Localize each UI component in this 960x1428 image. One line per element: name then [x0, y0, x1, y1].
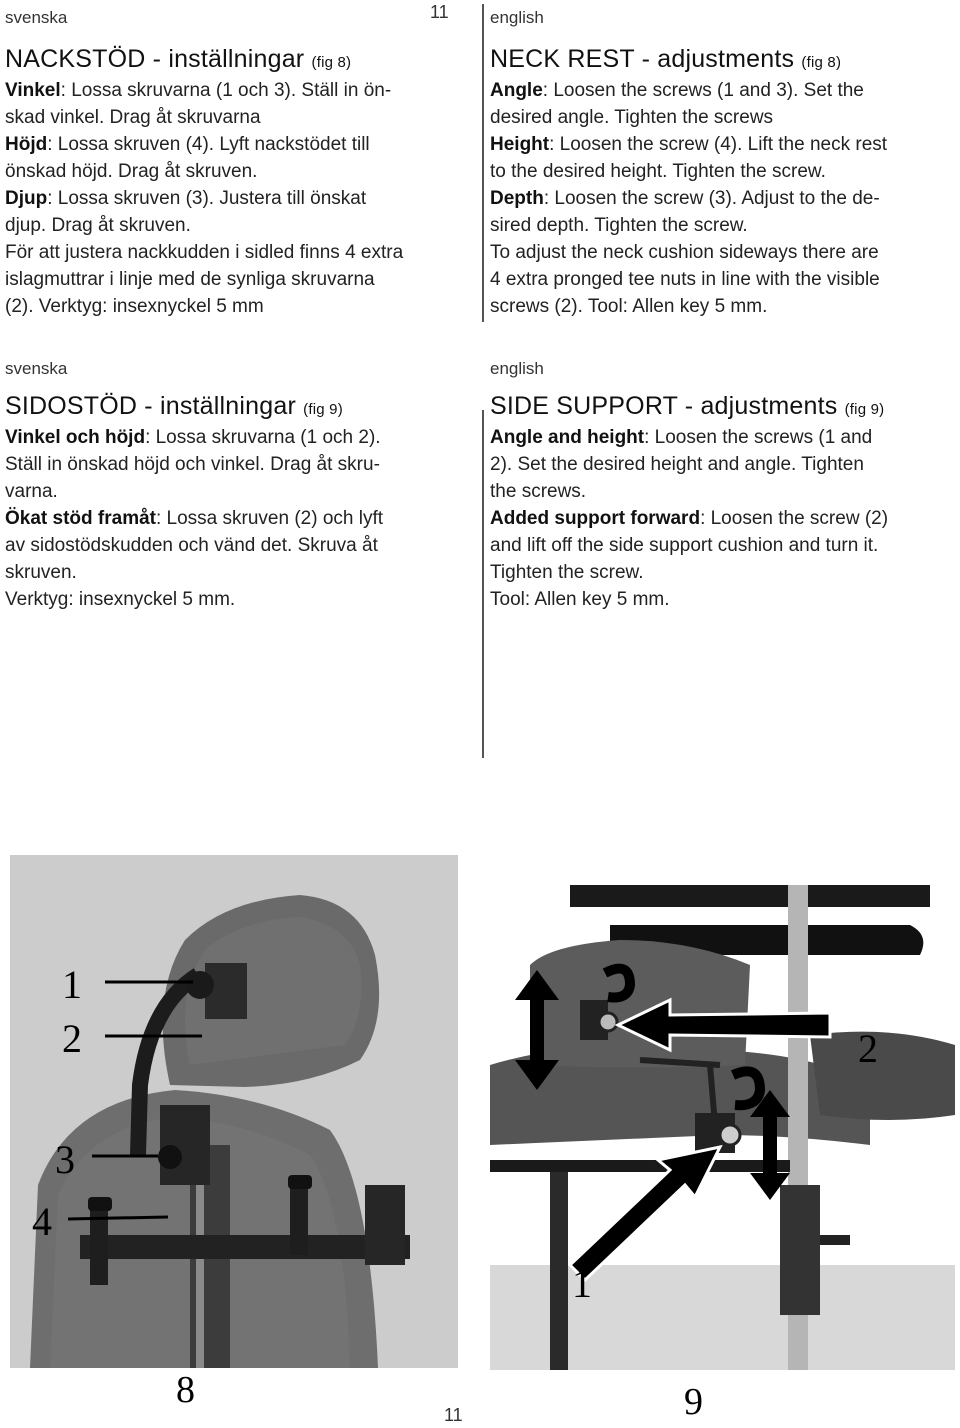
text-line: Tighten the screw. [490, 562, 644, 583]
column-divider-bottom [482, 410, 484, 758]
section-heading-sidostod: SIDOSTÖD - inställningar (fig 9) [5, 392, 343, 421]
text: : Loosen the screws (1 and 3). Set the [542, 80, 864, 101]
text: : Lossa skruven (4). Lyft nackstödet til… [47, 134, 370, 155]
text-line: varna. [5, 481, 58, 502]
callout-2: 2 [858, 1026, 878, 1071]
text-line: to the desired height. Tighten the screw… [490, 161, 826, 182]
heading-text: NECK REST - adjustments [490, 45, 795, 73]
fig-ref: (fig 8) [311, 54, 352, 71]
text-line: För att justera nackkudden i sidled finn… [5, 242, 404, 263]
paragraph-side-support: Angle and height: Loosen the screws (1 a… [490, 424, 888, 613]
callout-1: 1 [572, 1261, 592, 1306]
text-line: sired depth. Tighten the screw. [490, 215, 748, 236]
text-line: screws (2). Tool: Allen key 5 mm. [490, 296, 768, 317]
text-line: Ställ in önskad höjd och vinkel. Drag åt… [5, 454, 380, 475]
term-okat-stod: Ökat stöd framåt [5, 508, 156, 529]
term-angle-and-height: Angle and height [490, 427, 645, 448]
section-heading-neck-rest: NECK REST - adjustments (fig 8) [490, 45, 841, 74]
fig-ref: (fig 9) [303, 401, 343, 418]
term-vinkel-och-hojd: Vinkel och höjd [5, 427, 146, 448]
text-line: (2). Verktyg: insexnyckel 5 mm [5, 296, 264, 317]
column-divider-top [482, 4, 484, 322]
fig-ref: (fig 9) [844, 401, 885, 418]
callout-4: 4 [32, 1199, 52, 1244]
language-label-english: english [490, 359, 544, 378]
text: : Loosen the screws (1 and [644, 427, 873, 448]
text-line: islagmuttrar i linje med de synliga skru… [5, 269, 375, 290]
text-line: 4 extra pronged tee nuts in line with th… [490, 269, 880, 290]
language-label-svenska: svenska [5, 8, 68, 27]
text: : Loosen the screw (2) [700, 508, 889, 529]
text-line: 2). Set the desired height and angle. Ti… [490, 454, 864, 475]
page-number-bottom: 11 [444, 1405, 463, 1425]
text: : Loosen the screw (4). Lift the neck re… [549, 134, 888, 155]
fig-ref: (fig 8) [801, 54, 842, 71]
figure-9-number: 9 [684, 1381, 703, 1423]
text-line: Verktyg: insexnyckel 5 mm. [5, 589, 236, 610]
term-height: Height [490, 134, 550, 155]
neck-rest-photo-illustration [10, 855, 458, 1368]
language-label-english: english [490, 8, 544, 27]
callout-3: 3 [55, 1137, 75, 1182]
term-djup: Djup [5, 188, 48, 209]
section-heading-nackstod: NACKSTÖD - inställningar (fig 8) [5, 45, 351, 74]
text-line: skruven. [5, 562, 77, 583]
figure-8-number: 8 [176, 1369, 195, 1411]
text-line: skad vinkel. Drag åt skruvarna [5, 107, 261, 128]
text-line: the screws. [490, 481, 587, 502]
side-support-photo-illustration [490, 885, 955, 1370]
callout-2: 2 [62, 1016, 82, 1061]
language-label-svenska: svenska [5, 359, 68, 378]
term-angle: Angle [490, 80, 543, 101]
text: : Lossa skruvarna (1 och 3). Ställ in ön… [60, 80, 392, 101]
figure-8-photo: 1 2 3 4 [10, 855, 458, 1368]
heading-text: NACKSTÖD - inställningar [5, 45, 305, 73]
section-heading-side-support: SIDE SUPPORT - adjustments (fig 9) [490, 392, 884, 421]
heading-text: SIDE SUPPORT - adjustments [490, 392, 838, 420]
text-line: To adjust the neck cushion sideways ther… [490, 242, 879, 263]
text-line: and lift off the side support cushion an… [490, 535, 879, 556]
heading-text: SIDOSTÖD - inställningar [5, 392, 296, 420]
term-added-support: Added support forward [490, 508, 701, 529]
term-depth: Depth [490, 188, 544, 209]
text-line: desired angle. Tighten the screws [490, 107, 774, 128]
page-number-top: 11 [430, 2, 449, 22]
text: : Lossa skruven (3). Justera till önskat [47, 188, 367, 209]
text: : Lossa skruvarna (1 och 2). [145, 427, 381, 448]
text: : Lossa skruven (2) och lyft [155, 508, 384, 529]
callout-1: 1 [62, 962, 82, 1007]
text: : Loosen the screw (3). Adjust to the de… [543, 188, 880, 209]
paragraph-nackstod: Vinkel: Lossa skruvarna (1 och 3). Ställ… [5, 77, 403, 320]
text-line: önskad höjd. Drag åt skruven. [5, 161, 258, 182]
paragraph-neck-rest: Angle: Loosen the screws (1 and 3). Set … [490, 77, 887, 320]
figure-9-photo: 2 1 [490, 885, 955, 1370]
text-line: Tool: Allen key 5 mm. [490, 589, 670, 610]
term-hojd: Höjd [5, 134, 48, 155]
text-line: djup. Drag åt skruven. [5, 215, 191, 236]
term-vinkel: Vinkel [5, 80, 61, 101]
text-line: av sidostödskudden och vänd det. Skruva … [5, 535, 378, 556]
paragraph-sidostod: Vinkel och höjd: Lossa skruvarna (1 och … [5, 424, 383, 613]
